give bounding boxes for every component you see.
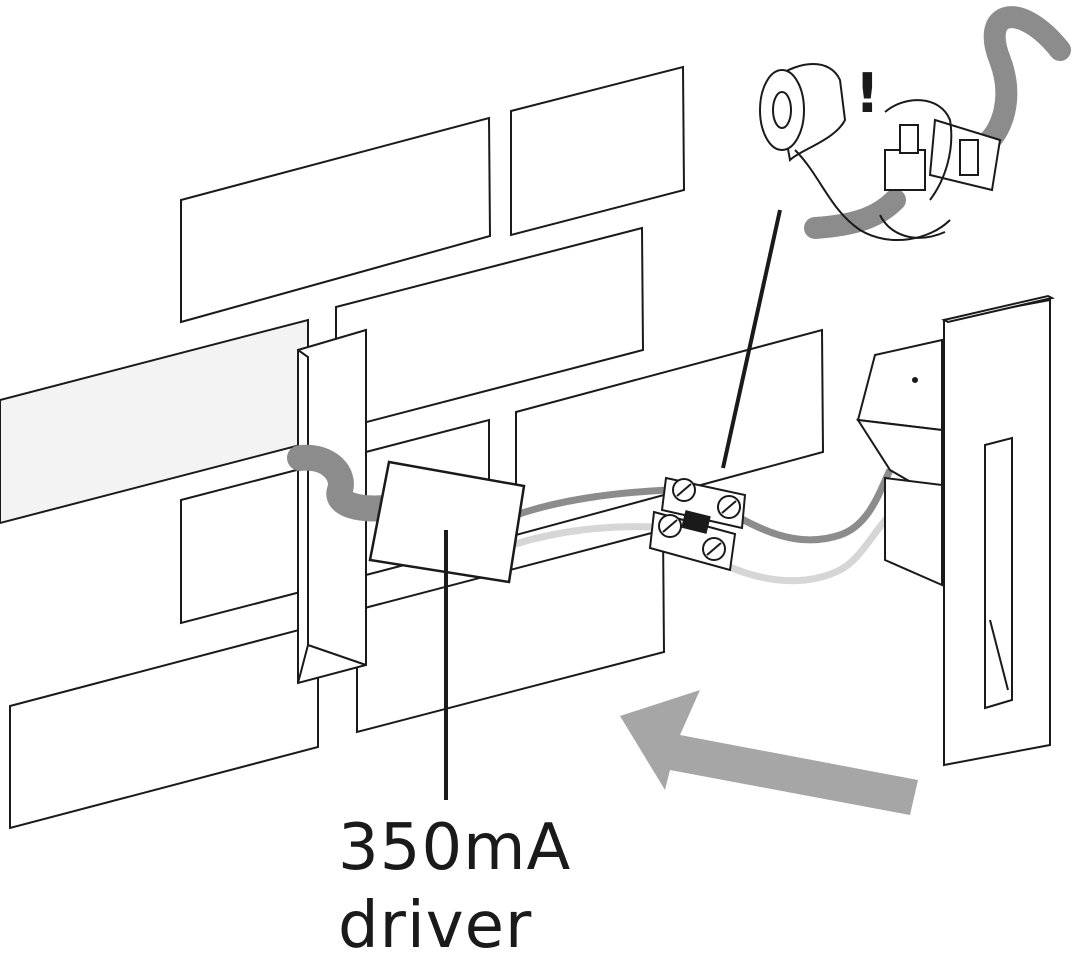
tape-leader-line	[721, 209, 782, 469]
brick	[180, 116, 492, 324]
insulation-tape-icon: !	[759, 6, 1071, 241]
terminal-block-icon	[648, 476, 747, 572]
neutral-wire	[510, 523, 656, 549]
brick	[356, 528, 666, 734]
wall-bricks-icon	[0, 65, 825, 830]
mains-cable	[287, 444, 398, 522]
neutral-wire-out	[723, 512, 893, 585]
live-wire-out	[738, 468, 894, 544]
driver-label-line1: 350mA	[338, 811, 572, 885]
brick	[510, 65, 686, 237]
detail-cable-lower	[804, 189, 906, 239]
live-wire	[514, 486, 669, 519]
led-driver-icon	[368, 460, 526, 584]
warning-mark: !	[855, 62, 880, 125]
install-direction-arrow-icon	[620, 690, 918, 815]
step-light-icon	[856, 294, 1055, 767]
detail-cable	[979, 6, 1071, 151]
driver-label-line2: driver	[338, 889, 533, 963]
brick	[9, 623, 319, 830]
